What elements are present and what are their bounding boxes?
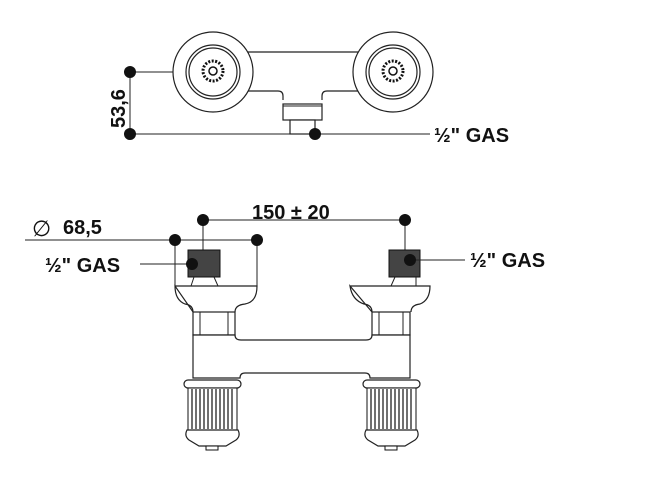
left-connection-label: ½" GAS (45, 255, 120, 277)
mixer-body (192, 334, 411, 379)
right-connection-label: ½" GAS (470, 250, 545, 272)
right-escutcheon (349, 284, 431, 314)
left-nut (192, 311, 236, 336)
height-dimension: 53,6 (108, 89, 130, 128)
top-outlet-label: ½" GAS (434, 125, 509, 147)
center-distance-dimension: 150 ± 20 (252, 202, 330, 224)
right-handle[interactable] (362, 379, 421, 451)
top-view: 53,6 ½" GAS (108, 31, 509, 147)
right-aerator-icon (381, 59, 405, 83)
diameter-symbol: ∅ (32, 217, 51, 242)
diameter-dimension: 68,5 (63, 217, 102, 239)
left-aerator-icon (201, 59, 225, 83)
right-nut (371, 311, 411, 336)
left-escutcheon (174, 284, 258, 314)
right-thread (388, 249, 421, 278)
front-view: 150 ± 20 ∅ 68,5 ½" GAS ½" GAS (25, 202, 545, 451)
top-body-bar (240, 51, 366, 100)
left-handle[interactable] (183, 379, 242, 451)
